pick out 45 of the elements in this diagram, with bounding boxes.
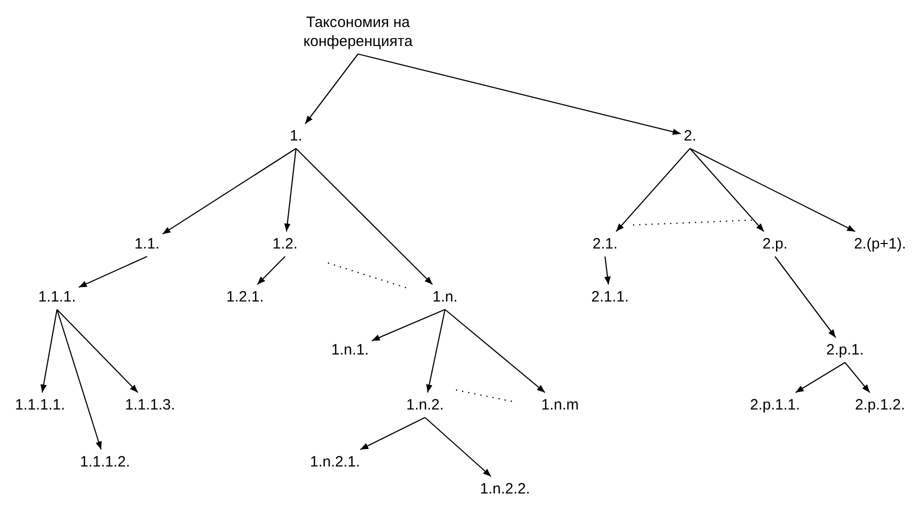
arrow: [690, 148, 764, 232]
arrow: [372, 309, 446, 342]
node-label: 2.p.: [762, 234, 788, 254]
node-label: 1.n.2.1.: [310, 452, 360, 472]
node-label: 1.2.: [272, 234, 298, 254]
arrow: [604, 256, 611, 285]
arrow: [444, 309, 546, 393]
arrow: [304, 54, 358, 124]
arrow: [78, 256, 148, 288]
arrow: [844, 362, 870, 393]
node-label: 2.p.1.: [826, 340, 864, 360]
arrow: [426, 309, 446, 393]
node-label: 1.n.2.2.: [480, 480, 530, 498]
arrow: [56, 309, 102, 450]
arrow: [690, 148, 856, 232]
arrow: [284, 148, 297, 232]
node-label: 1.1.1.: [38, 288, 76, 306]
node-label: 1.1.1.2.: [80, 452, 130, 472]
arrow: [616, 148, 690, 232]
arrow: [795, 362, 846, 393]
node-label: 1.1.1.3.: [124, 396, 176, 414]
arrow: [360, 417, 426, 450]
node-label: 1.1.1.1.: [14, 396, 66, 414]
node-label: 2.(p+1).: [854, 234, 906, 254]
arrow: [296, 148, 433, 285]
arrow: [358, 53, 681, 135]
node-label: 1.: [290, 126, 302, 146]
arrow: [424, 417, 492, 477]
arrow: [774, 256, 836, 338]
node-label: 1.n.m: [541, 396, 579, 414]
node-label: 1.1.: [134, 234, 160, 254]
node-label: 1.n.2.: [406, 396, 444, 414]
arrow: [56, 309, 138, 393]
node-label: 2.1.1.: [591, 288, 629, 306]
node-label: 1.n.: [432, 288, 458, 306]
arrow: [40, 309, 58, 393]
node-label: 2.p.1.2.: [854, 396, 906, 414]
arrow: [162, 148, 296, 235]
root-label: Таксономия на конференцията: [258, 13, 458, 51]
node-label: 2.1.: [592, 234, 618, 254]
node-label: 2.: [684, 126, 696, 146]
node-label: 2.p.1.1.: [750, 396, 800, 414]
node-label: 1.n.1.: [331, 340, 369, 360]
arrow: [256, 256, 286, 285]
node-label: 1.2.1.: [226, 288, 264, 306]
